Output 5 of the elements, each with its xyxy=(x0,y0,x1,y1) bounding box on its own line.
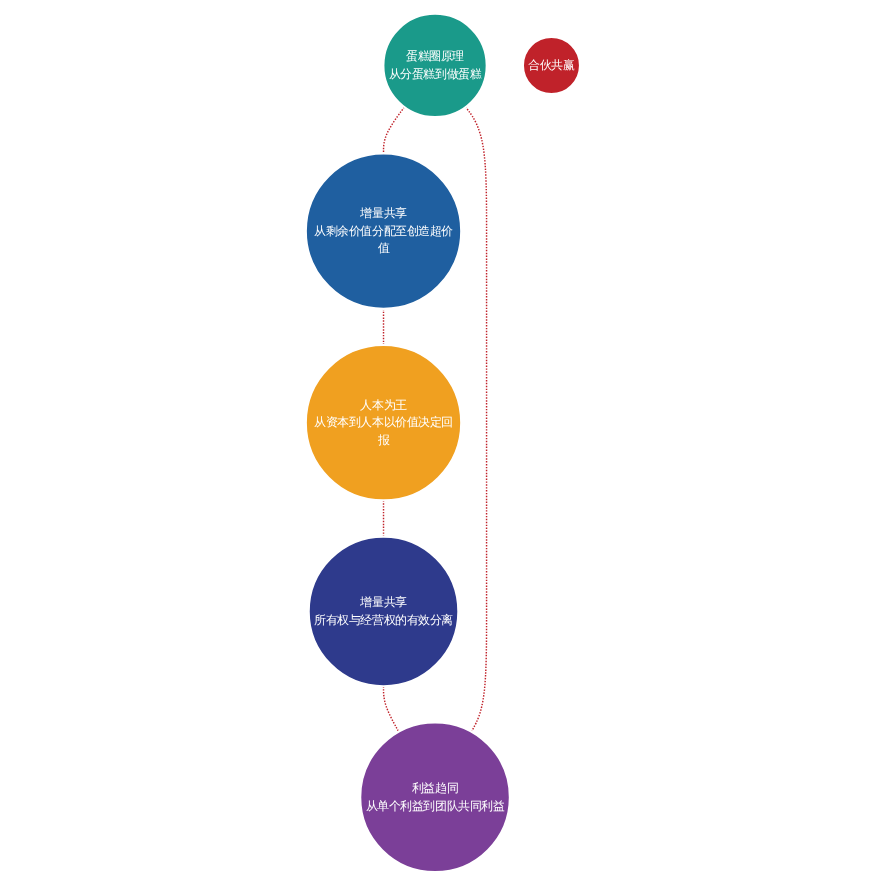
connector xyxy=(465,106,488,733)
connector xyxy=(382,308,385,346)
connector xyxy=(382,106,406,155)
connector xyxy=(382,499,385,538)
connector xyxy=(382,685,400,733)
